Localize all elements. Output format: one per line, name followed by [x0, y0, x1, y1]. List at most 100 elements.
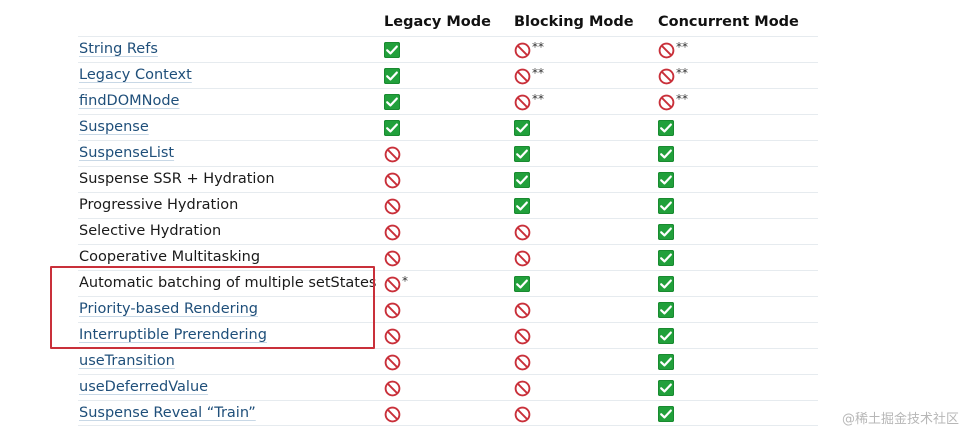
- table-row: Legacy Context ** **: [78, 62, 818, 88]
- legacy-mode-cell: [384, 327, 401, 345]
- feature-link[interactable]: Suspense Reveal “Train”: [79, 405, 256, 421]
- table-row: useDeferredValue: [78, 374, 818, 400]
- check-mark-icon: [514, 172, 530, 188]
- concurrent-mode-cell: [658, 301, 674, 319]
- blocking-mode-cell: [514, 353, 531, 371]
- feature-comparison-table: Legacy Mode Blocking Mode Concurrent Mod…: [78, 10, 818, 426]
- legacy-mode-cell: [384, 171, 401, 189]
- check-mark-icon: [658, 146, 674, 162]
- check-mark-icon: [384, 42, 400, 58]
- concurrent-mode-cell: **: [658, 66, 688, 85]
- concurrent-mode-cell: [658, 327, 674, 345]
- table-row: String Refs ** **: [78, 36, 818, 62]
- table-row: Selective Hydration: [78, 218, 818, 244]
- prohibited-icon: [658, 68, 675, 85]
- blocking-mode-cell: [514, 379, 531, 397]
- legacy-mode-cell: [384, 41, 400, 59]
- header-concurrent-mode: Concurrent Mode: [658, 14, 799, 30]
- blocking-mode-cell: [514, 405, 531, 423]
- prohibited-icon: [384, 198, 401, 215]
- feature-link[interactable]: useTransition: [79, 353, 175, 369]
- prohibited-icon: [384, 224, 401, 241]
- footnote-marker: *: [402, 274, 408, 288]
- feature-label: Selective Hydration: [79, 223, 222, 239]
- footnote-marker: **: [532, 40, 544, 54]
- concurrent-mode-cell: [658, 223, 674, 241]
- prohibited-icon: [384, 380, 401, 397]
- feature-link[interactable]: Interruptible Prerendering: [79, 327, 267, 343]
- feature-label: Automatic batching of multiple setStates: [79, 275, 377, 291]
- prohibited-icon: [384, 302, 401, 319]
- table-row: Suspense Reveal “Train”: [78, 400, 818, 426]
- feature-link[interactable]: SuspenseList: [79, 145, 175, 161]
- feature-link[interactable]: Legacy Context: [79, 67, 192, 83]
- check-mark-icon: [658, 276, 674, 292]
- feature-link[interactable]: Priority-based Rendering: [79, 301, 259, 317]
- check-mark-icon: [658, 224, 674, 240]
- blocking-mode-cell: **: [514, 66, 544, 85]
- legacy-mode-cell: [384, 301, 401, 319]
- prohibited-icon: [384, 172, 401, 189]
- table-row: Automatic batching of multiple setStates…: [78, 270, 818, 296]
- prohibited-icon: [384, 354, 401, 371]
- concurrent-mode-cell: [658, 249, 674, 267]
- concurrent-mode-cell: [658, 379, 674, 397]
- legacy-mode-cell: [384, 249, 401, 267]
- feature-link[interactable]: String Refs: [79, 41, 158, 57]
- check-mark-icon: [658, 380, 674, 396]
- check-mark-icon: [384, 94, 400, 110]
- check-mark-icon: [384, 120, 400, 136]
- blocking-mode-cell: **: [514, 92, 544, 111]
- header-blocking-mode: Blocking Mode: [514, 14, 634, 30]
- table-row: useTransition: [78, 348, 818, 374]
- table-body: String Refs****Legacy Context****findDOM…: [78, 36, 818, 426]
- table-row: Priority-based Rendering: [78, 296, 818, 322]
- table-row: Progressive Hydration: [78, 192, 818, 218]
- check-mark-icon: [514, 146, 530, 162]
- check-mark-icon: [658, 198, 674, 214]
- legacy-mode-cell: [384, 93, 400, 111]
- feature-label: Suspense SSR + Hydration: [79, 171, 275, 187]
- prohibited-icon: [514, 354, 531, 371]
- legacy-mode-cell: [384, 353, 401, 371]
- legacy-mode-cell: *: [384, 274, 408, 293]
- table-row: SuspenseList: [78, 140, 818, 166]
- prohibited-icon: [514, 68, 531, 85]
- legacy-mode-cell: [384, 145, 401, 163]
- concurrent-mode-cell: **: [658, 92, 688, 111]
- table-row: findDOMNode ** **: [78, 88, 818, 114]
- footnote-marker: **: [676, 66, 688, 80]
- concurrent-mode-cell: [658, 405, 674, 423]
- check-mark-icon: [658, 120, 674, 136]
- header-legacy-mode: Legacy Mode: [384, 14, 491, 30]
- check-mark-icon: [514, 120, 530, 136]
- legacy-mode-cell: [384, 197, 401, 215]
- footnote-marker: **: [532, 92, 544, 106]
- legacy-mode-cell: [384, 405, 401, 423]
- table-row: Cooperative Multitasking: [78, 244, 818, 270]
- check-mark-icon: [514, 276, 530, 292]
- prohibited-icon: [514, 94, 531, 111]
- blocking-mode-cell: [514, 197, 530, 215]
- table-row: Interruptible Prerendering: [78, 322, 818, 348]
- feature-link[interactable]: findDOMNode: [79, 93, 180, 109]
- prohibited-icon: [514, 406, 531, 423]
- table-row: Suspense SSR + Hydration: [78, 166, 818, 192]
- concurrent-mode-cell: **: [658, 40, 688, 59]
- highlight-box: [50, 266, 375, 349]
- feature-link[interactable]: Suspense: [79, 119, 149, 135]
- check-mark-icon: [658, 406, 674, 422]
- table-header-row: Legacy Mode Blocking Mode Concurrent Mod…: [78, 10, 818, 36]
- check-mark-icon: [658, 250, 674, 266]
- concurrent-mode-cell: [658, 197, 674, 215]
- concurrent-mode-cell: [658, 171, 674, 189]
- prohibited-icon: [658, 94, 675, 111]
- prohibited-icon: [384, 406, 401, 423]
- blocking-mode-cell: [514, 119, 530, 137]
- feature-link[interactable]: useDeferredValue: [79, 379, 209, 395]
- prohibited-icon: [514, 42, 531, 59]
- check-mark-icon: [658, 172, 674, 188]
- prohibited-icon: [514, 328, 531, 345]
- blocking-mode-cell: [514, 171, 530, 189]
- check-mark-icon: [514, 198, 530, 214]
